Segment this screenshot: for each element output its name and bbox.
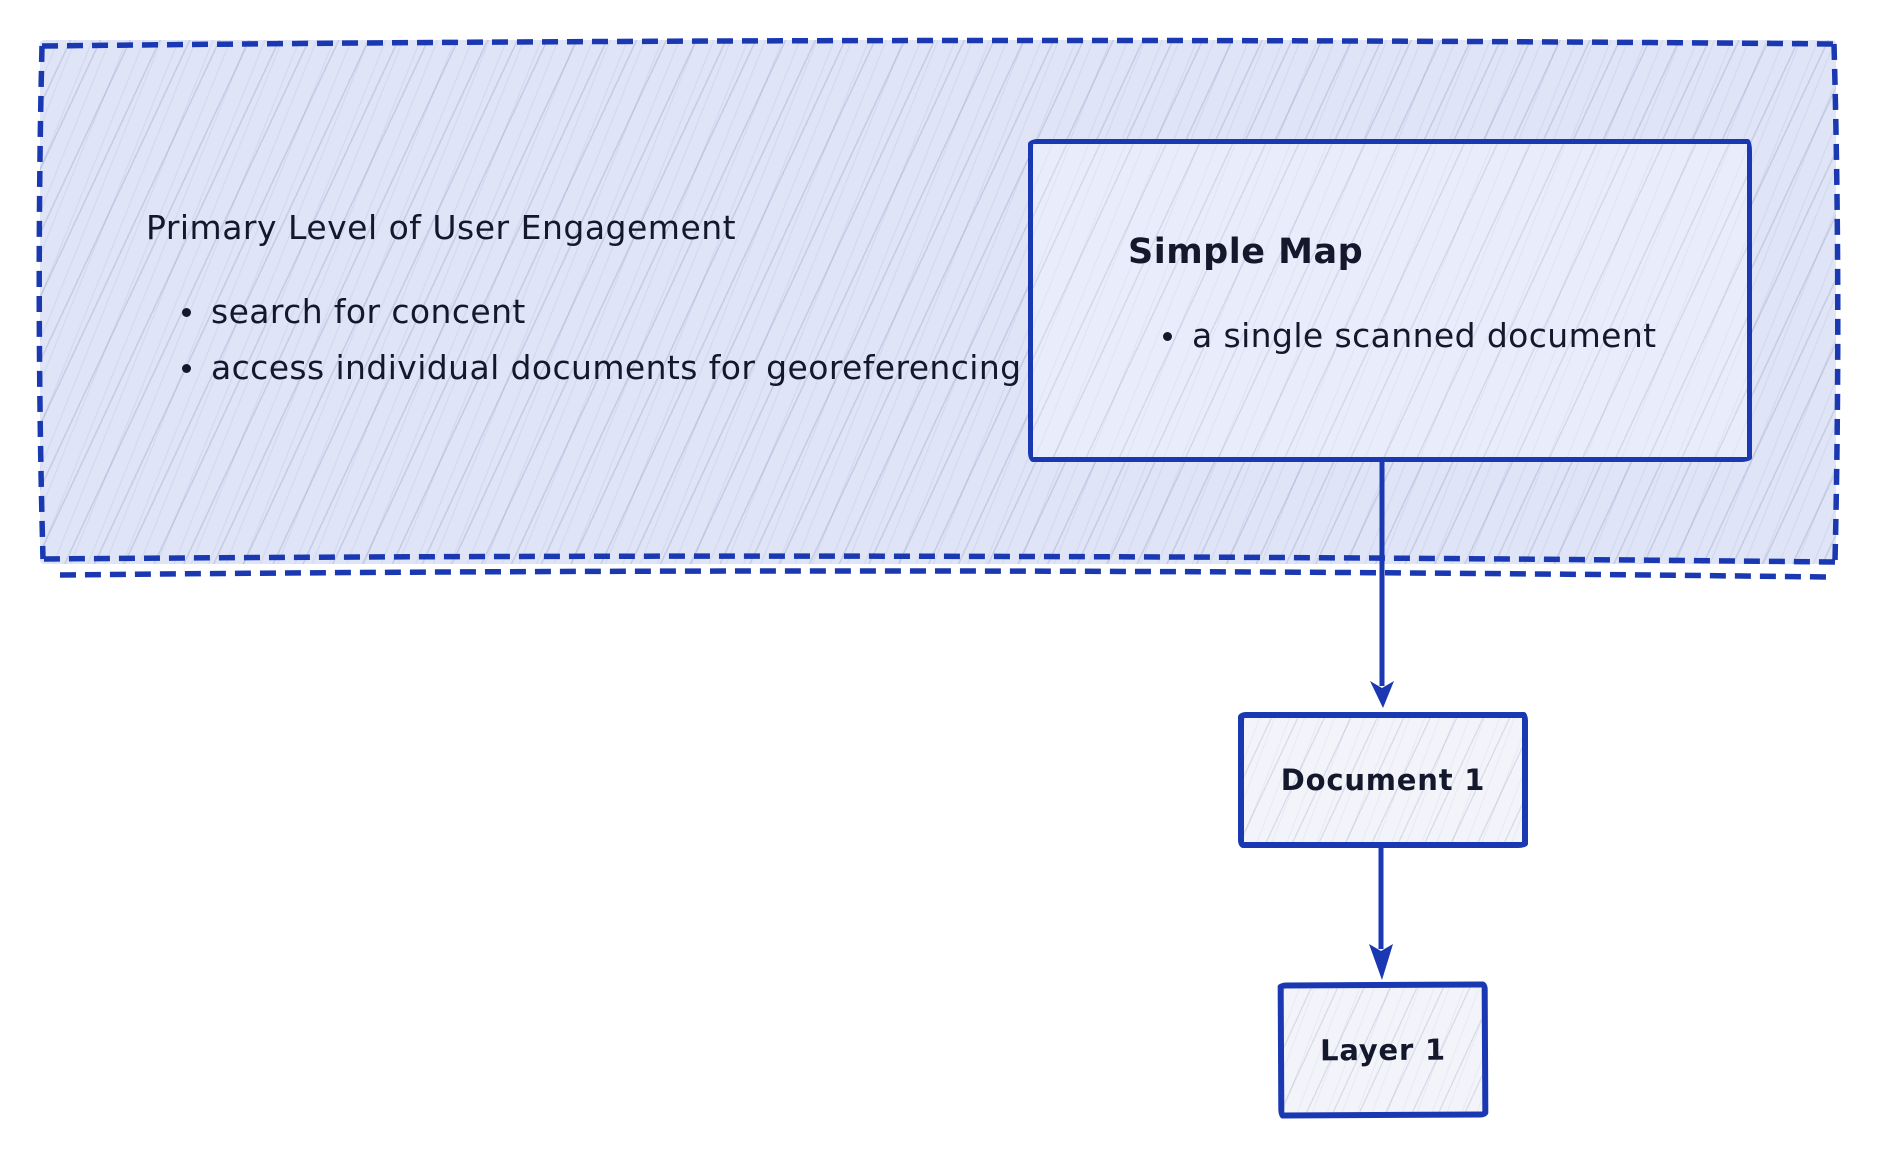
arrow-head-icon	[1370, 681, 1394, 708]
bullet-text: a single scanned document	[1192, 316, 1657, 355]
bullet-item: search for concent	[182, 290, 1022, 334]
arrow-head-icon	[1369, 944, 1393, 980]
group-bullet-list: search for concent access individual doc…	[182, 290, 1022, 402]
group-border-bottom-sketch-pass	[59, 568, 1827, 580]
simple-map-box: Simple Map a single scanned document	[1028, 139, 1752, 462]
simple-map-title: Simple Map	[1128, 232, 1364, 272]
bullet-item: a single scanned document	[1163, 314, 1657, 358]
bullet-dot-icon	[182, 363, 191, 373]
bullet-dot-icon	[1163, 331, 1172, 341]
document-1-node: Document 1	[1238, 712, 1528, 848]
bullet-item: access individual documents for georefer…	[182, 346, 1022, 390]
node-label: Document 1	[1280, 763, 1486, 797]
simple-map-bullet-list: a single scanned document	[1163, 314, 1657, 370]
node-label: Layer 1	[1319, 1032, 1447, 1068]
bullet-dot-icon	[182, 307, 191, 317]
group-title: Primary Level of User Engagement	[146, 208, 737, 247]
primary-engagement-group: Primary Level of User Engagement search …	[40, 40, 1836, 564]
bullet-text: access individual documents for georefer…	[211, 348, 1022, 387]
layer-1-node: Layer 1	[1277, 981, 1489, 1119]
bullet-text: search for concent	[211, 292, 526, 331]
